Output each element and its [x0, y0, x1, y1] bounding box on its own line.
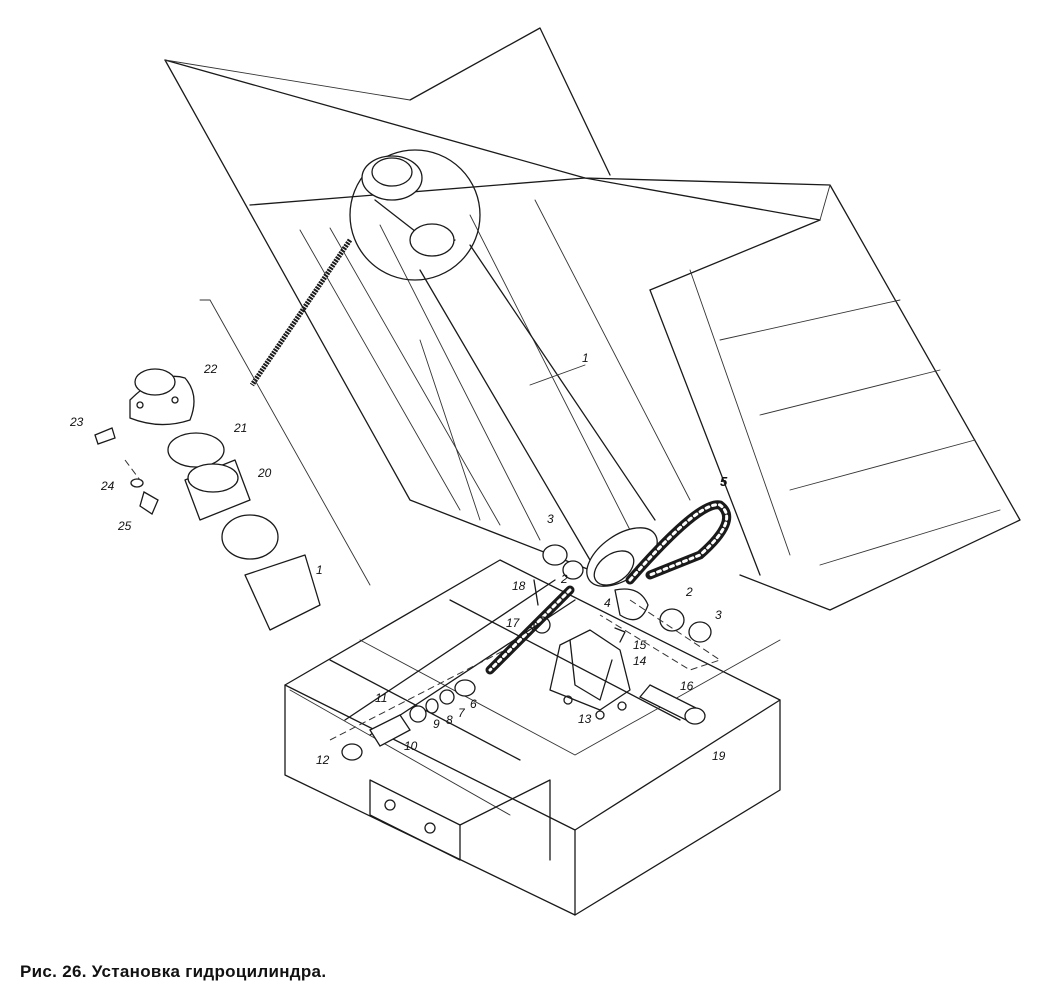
label-3-left: 3	[547, 512, 554, 526]
label-24: 24	[100, 479, 115, 493]
label-3-right: 3	[715, 608, 722, 622]
label-7: 7	[458, 706, 466, 720]
label-19: 19	[712, 749, 726, 763]
figure-caption: Рис. 26. Установка гидроцилиндра.	[20, 962, 327, 981]
label-13: 13	[578, 712, 592, 726]
label-18: 18	[512, 579, 526, 593]
label-1-cylinder: 1	[582, 351, 589, 365]
frame-crossmember	[284, 559, 781, 916]
label-2-left: 2	[560, 572, 568, 586]
label-25: 25	[117, 519, 132, 533]
label-12: 12	[316, 753, 330, 767]
label-8: 8	[446, 713, 453, 727]
label-21: 21	[233, 421, 247, 435]
fittings-chain	[329, 649, 506, 761]
label-5: 5	[720, 474, 728, 489]
pivot-parts	[533, 544, 722, 725]
hose	[344, 500, 732, 736]
label-23: 23	[69, 415, 84, 429]
label-10: 10	[404, 739, 418, 753]
label-11: 11	[375, 691, 387, 705]
detail-callout	[249, 149, 481, 387]
label-6: 6	[470, 697, 477, 711]
exploded-detail	[94, 299, 371, 631]
label-9: 9	[433, 717, 440, 731]
hydraulic-cylinder	[419, 244, 658, 587]
label-14: 14	[633, 654, 647, 668]
label-17: 17	[506, 616, 521, 630]
label-20: 20	[257, 466, 272, 480]
label-22: 22	[203, 362, 218, 376]
label-2-right: 2	[685, 585, 693, 599]
label-1-detail: 1	[316, 563, 323, 577]
part-labels: 1 1 2 2 3 3 4 5 6 7 8 9 10 11 12 13 14 1…	[69, 351, 728, 767]
dump-body	[164, 27, 1021, 611]
label-16: 16	[680, 679, 694, 693]
label-4: 4	[604, 596, 611, 610]
label-15: 15	[633, 638, 647, 652]
